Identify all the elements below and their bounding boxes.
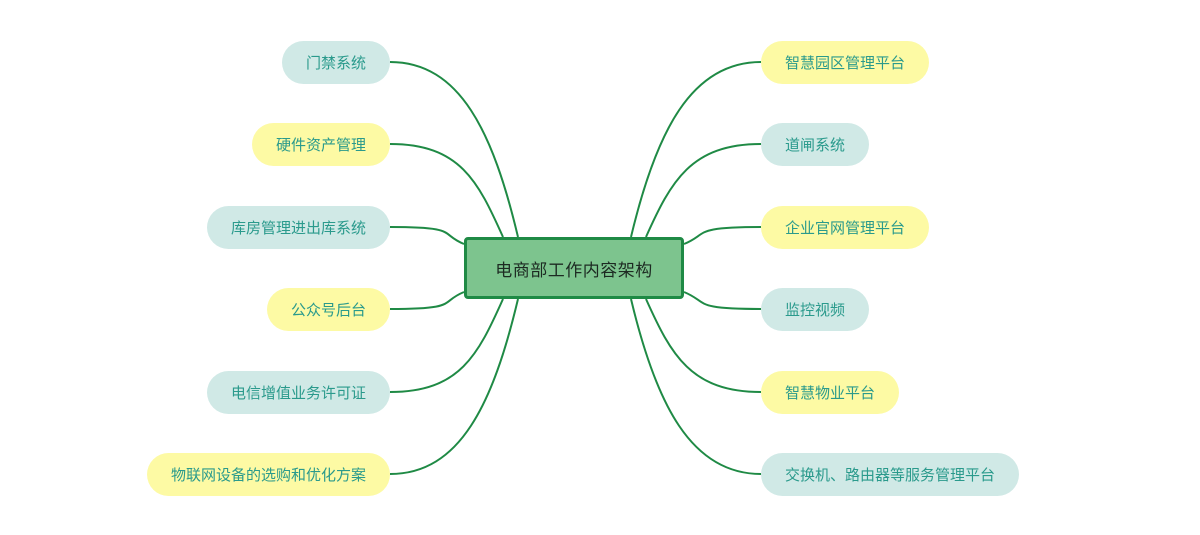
connector-left-3 <box>389 291 465 310</box>
connector-left-1 <box>389 143 504 238</box>
left-node-official-account[interactable]: 公众号后台 <box>266 288 390 331</box>
node-label: 公众号后台 <box>290 301 366 319</box>
left-node-access-control[interactable]: 门禁系统 <box>281 41 390 84</box>
node-label: 智慧物业平台 <box>785 384 876 402</box>
node-label: 库房管理进出库系统 <box>230 219 366 237</box>
node-label: 门禁系统 <box>305 54 366 72</box>
right-node-network-management[interactable]: 交换机、路由器等服务管理平台 <box>761 453 1020 496</box>
connector-right-4 <box>645 298 762 393</box>
node-label: 道闸系统 <box>785 136 846 154</box>
connector-right-1 <box>645 143 762 238</box>
left-node-telecom-license[interactable]: 电信增值业务许可证 <box>206 371 390 414</box>
center-node-label: 电商部工作内容架构 <box>495 260 653 281</box>
left-node-hardware-assets[interactable]: 硬件资产管理 <box>251 123 390 166</box>
node-label: 电信增值业务许可证 <box>230 384 366 402</box>
right-node-smart-property[interactable]: 智慧物业平台 <box>761 371 900 414</box>
center-node[interactable]: 电商部工作内容架构 <box>464 237 684 299</box>
left-node-warehouse-system[interactable]: 库房管理进出库系统 <box>206 206 390 249</box>
right-node-video-surveillance[interactable]: 监控视频 <box>761 288 870 331</box>
node-label: 智慧园区管理平台 <box>785 54 906 72</box>
node-label: 监控视频 <box>785 301 846 319</box>
node-label: 企业官网管理平台 <box>785 219 906 237</box>
connector-left-5 <box>389 298 519 475</box>
node-label: 硬件资产管理 <box>275 136 366 154</box>
node-label: 物联网设备的选购和优化方案 <box>170 466 366 484</box>
connector-right-3 <box>683 291 762 310</box>
connector-right-0 <box>630 61 762 238</box>
connector-right-2 <box>683 226 762 245</box>
right-node-smart-park[interactable]: 智慧园区管理平台 <box>761 41 930 84</box>
connector-left-4 <box>389 298 504 393</box>
right-node-corporate-website[interactable]: 企业官网管理平台 <box>761 206 930 249</box>
connector-right-5 <box>630 298 762 475</box>
connector-left-2 <box>389 226 465 245</box>
left-node-iot-devices[interactable]: 物联网设备的选购和优化方案 <box>146 453 390 496</box>
node-label: 交换机、路由器等服务管理平台 <box>785 466 996 484</box>
right-node-barrier-gate[interactable]: 道闸系统 <box>761 123 870 166</box>
connector-left-0 <box>389 61 519 238</box>
